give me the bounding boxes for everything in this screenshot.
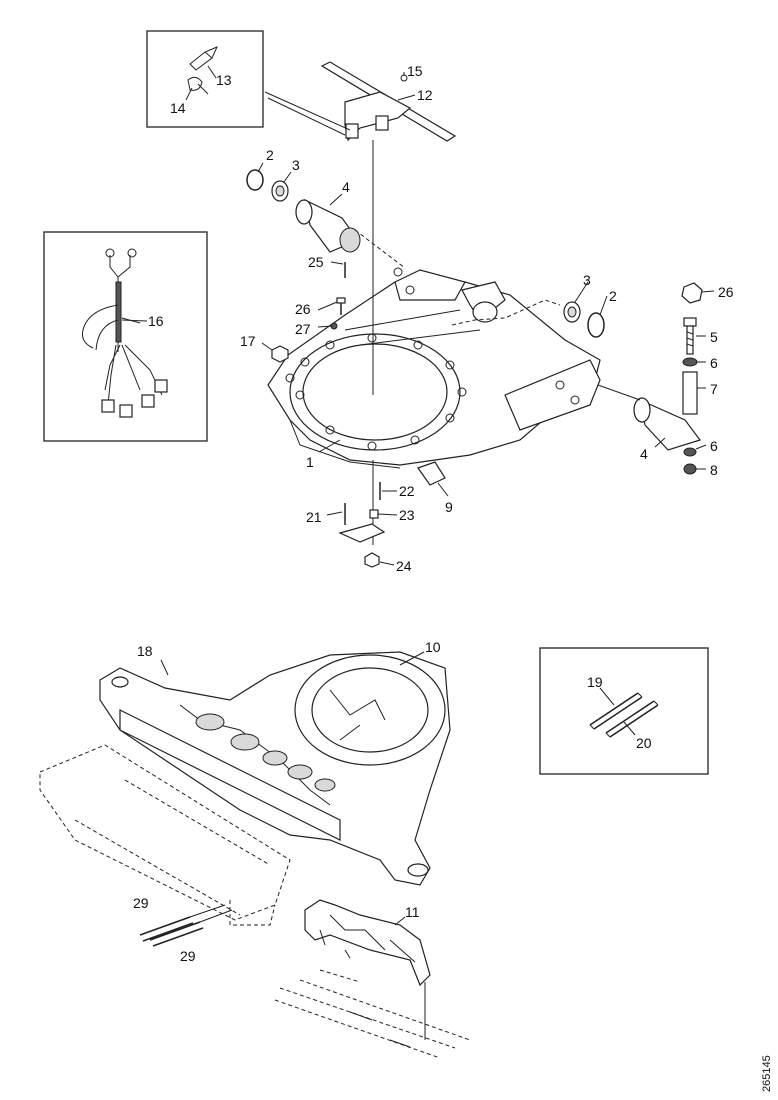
callout-25: 25 xyxy=(308,254,324,270)
part-4-bushing-upper xyxy=(295,198,361,253)
callout-3-upper: 3 xyxy=(292,157,300,173)
part-17-nut xyxy=(271,345,289,363)
callout-17: 17 xyxy=(240,333,256,349)
callout-2-upper: 2 xyxy=(266,147,274,163)
callout-19: 19 xyxy=(587,674,603,690)
part-8-nut xyxy=(683,463,697,475)
callout-5: 5 xyxy=(710,329,718,345)
callout-3-right: 3 xyxy=(583,272,591,288)
callout-24: 24 xyxy=(396,558,412,574)
callout-26-left: 26 xyxy=(295,301,311,317)
callout-12: 12 xyxy=(417,87,433,103)
part-10-dashed-mount-plate xyxy=(39,744,291,926)
part-26-nut-top xyxy=(681,282,703,304)
callout-22: 22 xyxy=(399,483,415,499)
callout-8: 8 xyxy=(710,462,718,478)
callout-29-upper: 29 xyxy=(133,895,149,911)
callout-16: 16 xyxy=(148,313,164,329)
callout-10: 10 xyxy=(425,639,441,655)
callout-20: 20 xyxy=(636,735,652,751)
part-2-circlip-right xyxy=(587,312,605,338)
callout-6-upper: 6 xyxy=(710,355,718,371)
callout-11: 11 xyxy=(405,904,420,920)
document-id: 265145 xyxy=(761,1055,773,1092)
leader-lines xyxy=(121,65,715,926)
inset-sensor-13-14 xyxy=(146,30,264,128)
callout-1: 1 xyxy=(306,454,314,470)
callout-2-right: 2 xyxy=(609,288,617,304)
part-4-bushing-right xyxy=(633,397,701,451)
part-1-fifth-wheel-frame xyxy=(267,229,601,469)
part-9-pad xyxy=(417,461,446,486)
callout-7: 7 xyxy=(710,381,718,397)
part-2-circlip-left xyxy=(246,169,264,191)
callout-18: 18 xyxy=(137,643,153,659)
callout-21: 21 xyxy=(306,509,322,525)
part-29-bolts xyxy=(139,904,233,947)
part-3-washer-left xyxy=(271,180,289,202)
part-3-washer-right xyxy=(563,301,581,323)
part-23-plate xyxy=(338,509,386,543)
part-10-base-plate-assembly xyxy=(99,651,451,886)
callout-27: 27 xyxy=(295,321,311,337)
part-12-upper-bracket xyxy=(264,61,457,142)
callout-13: 13 xyxy=(216,72,232,88)
part-11-lower-bracket xyxy=(304,899,431,987)
inset-wiring-harness-16 xyxy=(43,231,208,442)
callout-29-lower: 29 xyxy=(180,948,196,964)
part-6-washer-lower xyxy=(683,447,697,457)
callout-4-upper: 4 xyxy=(342,179,350,195)
part-26-bolt-left xyxy=(336,297,346,315)
lower-rail-lines xyxy=(274,969,471,1059)
callout-labels: 15 12 13 14 2 3 4 25 26 27 17 16 3 2 26 … xyxy=(133,63,773,1092)
callout-4-right: 4 xyxy=(640,446,648,462)
callout-6-lower: 6 xyxy=(710,438,718,454)
callout-9: 9 xyxy=(445,499,453,515)
callout-23: 23 xyxy=(399,507,415,523)
part-7-sleeve xyxy=(682,371,698,415)
part-6-washer-upper xyxy=(682,357,698,367)
inset-hose-clamps-19-20 xyxy=(539,647,709,775)
part-5-bolt xyxy=(683,317,697,355)
part-24-nut xyxy=(364,552,380,568)
callout-14: 14 xyxy=(170,100,186,116)
callout-15: 15 xyxy=(407,63,423,79)
callout-26-right: 26 xyxy=(718,284,734,300)
